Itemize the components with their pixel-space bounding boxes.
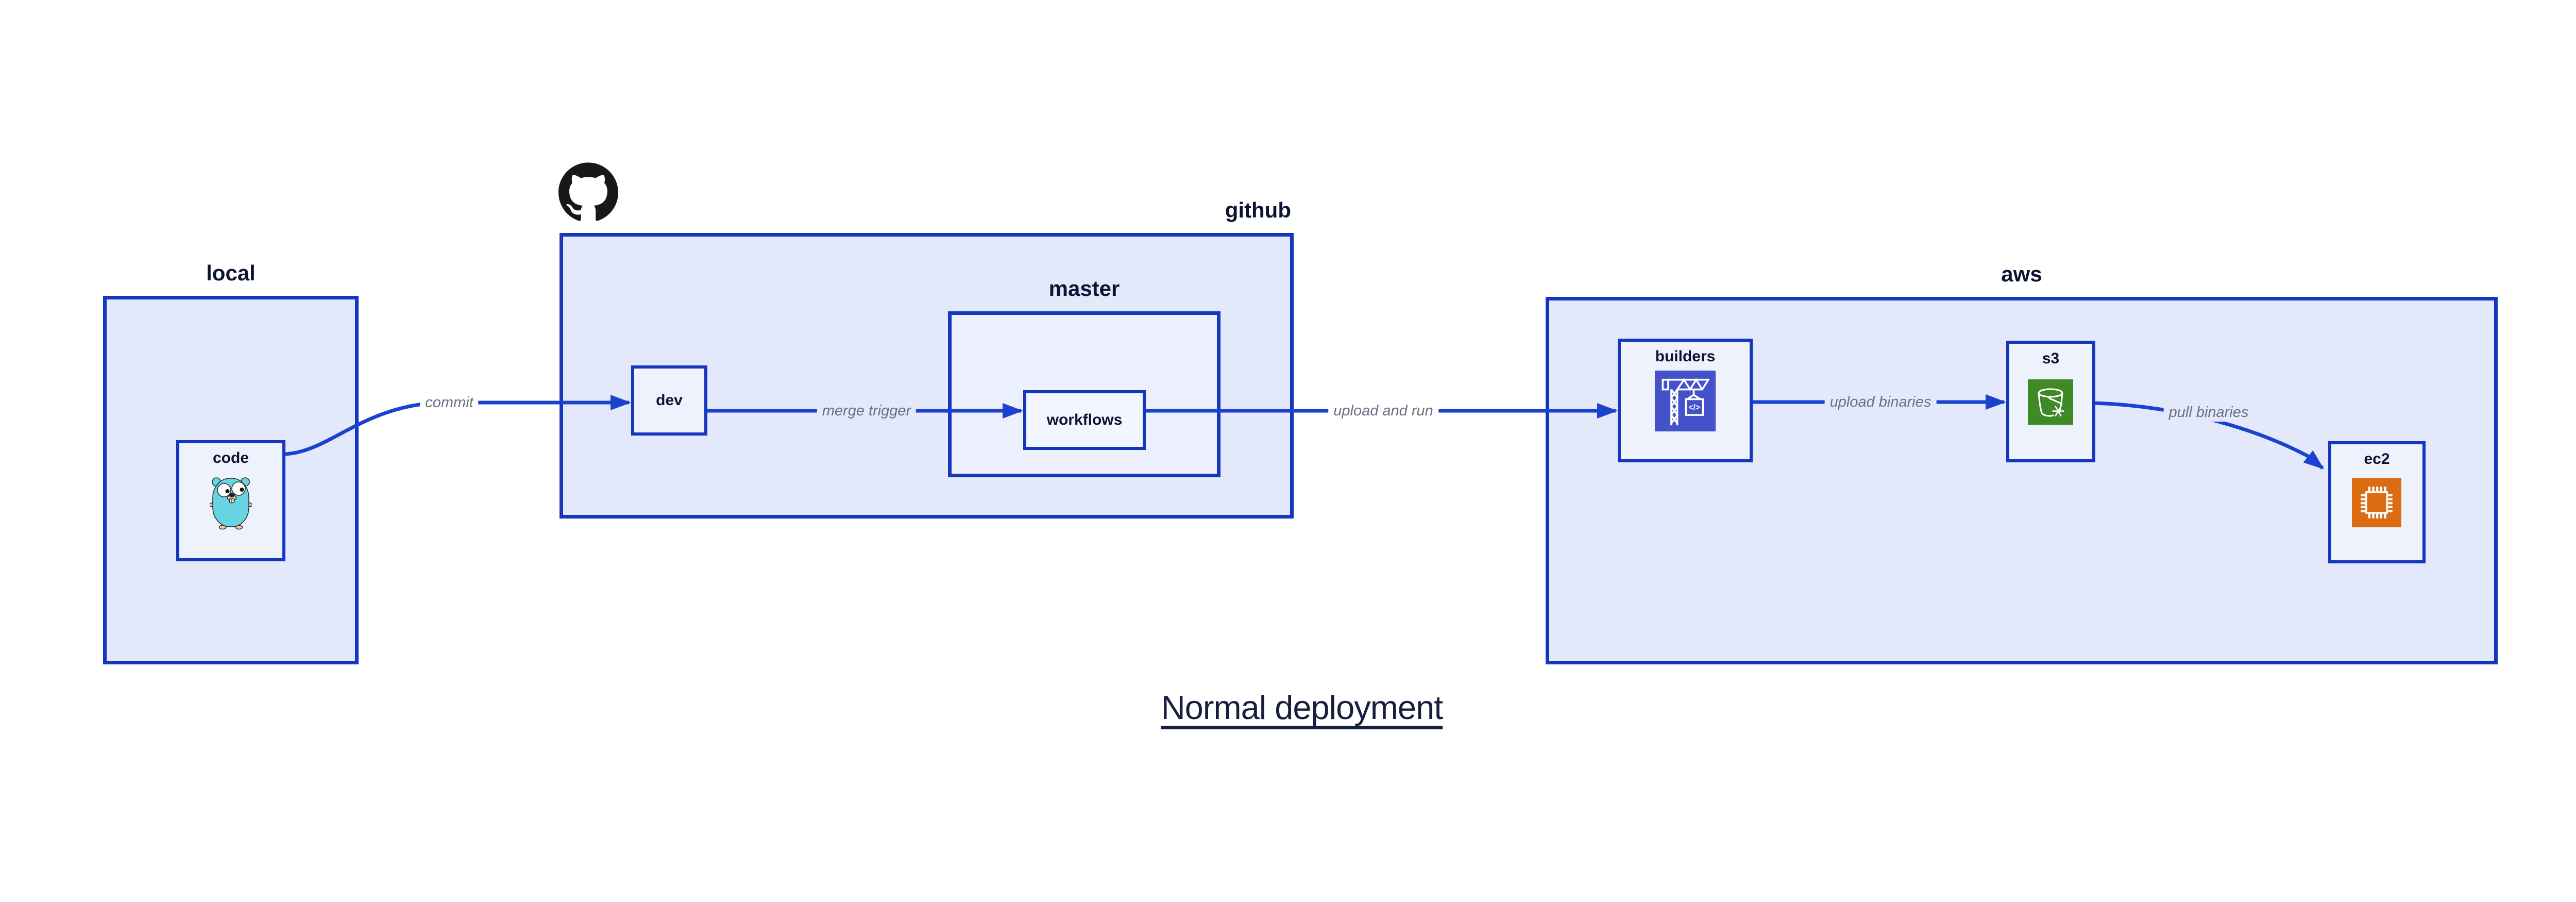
node-workflows-label: workflows bbox=[1046, 411, 1123, 428]
go-gopher-icon bbox=[210, 477, 252, 530]
edge-upload-and-run-label: upload and run bbox=[1328, 402, 1438, 420]
node-builders: builders </> bbox=[1618, 339, 1753, 462]
node-s3: s3 bbox=[2006, 341, 2095, 462]
node-ec2-label: ec2 bbox=[2364, 450, 2390, 467]
container-local-label: local bbox=[206, 261, 256, 285]
container-aws-label: aws bbox=[2001, 262, 2042, 286]
node-ec2: ec2 bbox=[2328, 441, 2426, 563]
node-builders-label: builders bbox=[1655, 348, 1716, 365]
node-workflows: workflows bbox=[1023, 390, 1146, 450]
node-dev-label: dev bbox=[656, 392, 683, 409]
ec2-chip-icon bbox=[2352, 478, 2401, 527]
svg-text:</>: </> bbox=[1689, 404, 1700, 412]
node-code-label: code bbox=[212, 449, 249, 466]
s3-bucket-snowflake-icon bbox=[2028, 379, 2073, 425]
edge-merge-trigger-label: merge trigger bbox=[817, 402, 917, 420]
container-master-label: master bbox=[1048, 276, 1120, 300]
container-github-label: github bbox=[1225, 198, 1291, 222]
github-octocat-icon bbox=[558, 162, 618, 221]
edge-commit-label: commit bbox=[420, 393, 479, 412]
edge-upload-binaries-label: upload binaries bbox=[1824, 393, 1937, 411]
codebuild-crane-icon: </> bbox=[1655, 371, 1716, 431]
edge-pull-binaries-label: pull binaries bbox=[2163, 403, 2254, 422]
node-code: code bbox=[176, 440, 285, 561]
node-dev: dev bbox=[631, 365, 707, 436]
diagram-title: Normal deployment bbox=[1161, 689, 1444, 726]
node-s3-label: s3 bbox=[2042, 350, 2060, 367]
